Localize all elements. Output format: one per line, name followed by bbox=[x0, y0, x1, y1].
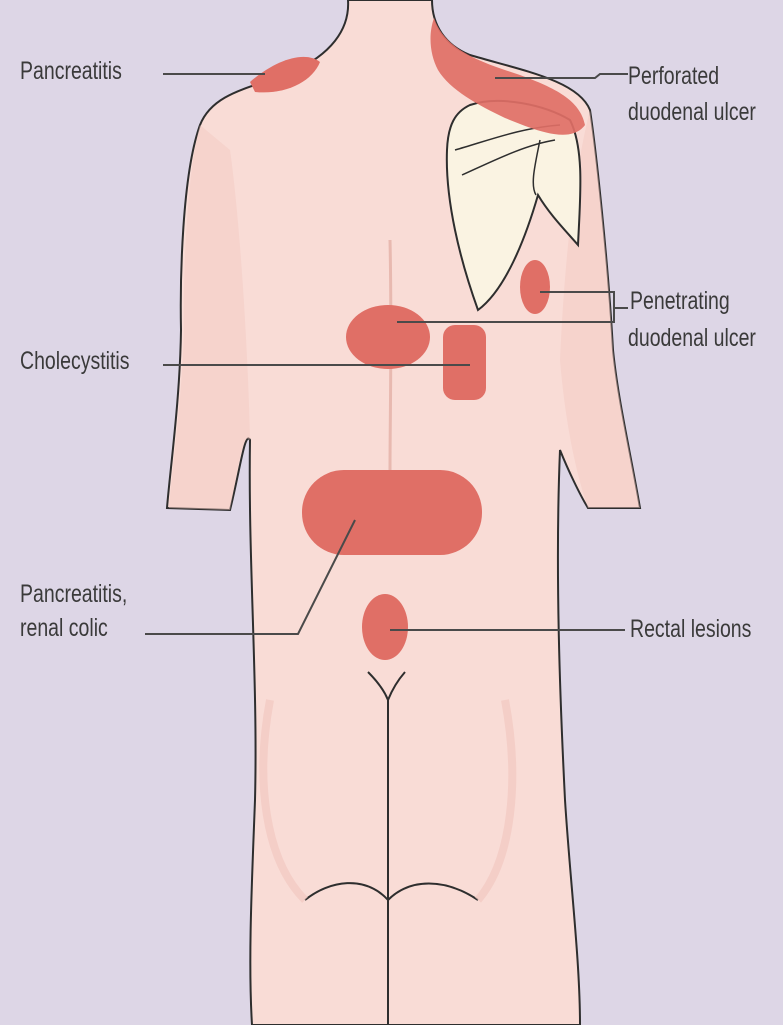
label-penetrating-line1: Penetrating bbox=[630, 285, 730, 318]
label-pancreatitis: Pancreatitis bbox=[20, 55, 122, 88]
pain-area-sacral bbox=[362, 594, 408, 660]
label-penetrating-line2: duodenal ulcer bbox=[628, 322, 756, 355]
label-perforated-line2: duodenal ulcer bbox=[628, 96, 756, 129]
label-cholecystitis: Cholecystitis bbox=[20, 345, 129, 378]
pain-area-cholecystitis bbox=[346, 305, 430, 369]
label-perforated-line1: Perforated bbox=[628, 60, 719, 93]
pain-area-lumbar bbox=[302, 470, 482, 555]
pain-area-scapula-lower bbox=[520, 260, 550, 314]
label-pancreatitis-renal-line2: renal colic bbox=[20, 612, 108, 645]
label-pancreatitis-renal-line1: Pancreatitis, bbox=[20, 578, 127, 611]
label-rectal-lesions: Rectal lesions bbox=[630, 613, 751, 646]
pain-area-paraspinal bbox=[443, 325, 486, 400]
